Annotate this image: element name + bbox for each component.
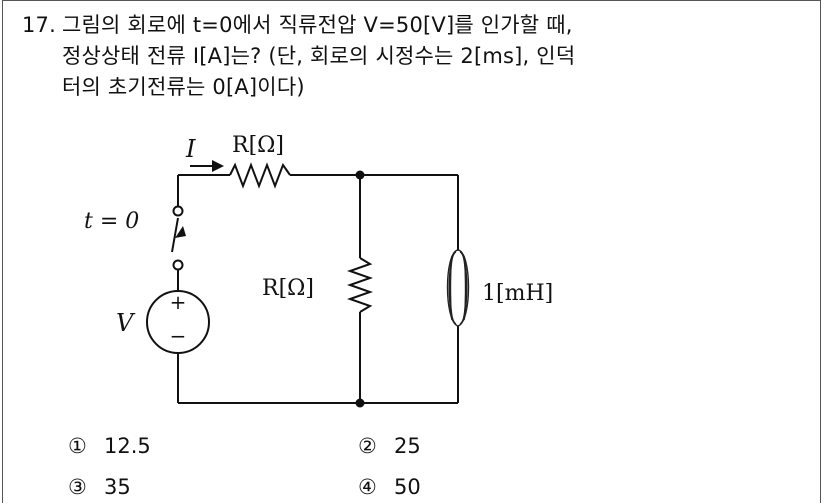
choice-3[interactable]: ③ 35 <box>68 474 131 500</box>
switch-terminal-bottom <box>172 259 184 271</box>
switch-blade <box>171 217 179 253</box>
choice-3-value: 35 <box>104 475 131 499</box>
shunt-resistor-label: R[Ω] <box>262 276 314 301</box>
switch-label: t = 0 <box>84 209 139 234</box>
source-minus-sign: − <box>170 324 187 348</box>
switch-arrow-icon <box>175 226 186 238</box>
choice-4-value: 50 <box>394 475 421 499</box>
choice-4-number: ④ <box>358 475 377 499</box>
series-resistor <box>229 162 291 189</box>
inductor-label: 1[mH] <box>482 281 553 306</box>
question-line-2: 정상상태 전류 I[A]는? (단, 회로의 시정수는 2[ms], 인덕 <box>62 44 576 68</box>
junction-bottom <box>355 398 365 408</box>
current-label: I <box>185 135 196 163</box>
choice-2-value: 25 <box>394 434 421 458</box>
switch-terminal-top <box>172 205 184 217</box>
series-resistor-label: R[Ω] <box>232 133 284 158</box>
source-label: V <box>116 309 136 337</box>
question-text: 17.그림의 회로에 t=0에서 직류전압 V=50[V]를 인가할 때, 정상… <box>22 10 802 103</box>
choice-1[interactable]: ① 12.5 <box>68 433 151 459</box>
question-line-1: 17.그림의 회로에 t=0에서 직류전압 V=50[V]를 인가할 때, <box>22 10 802 41</box>
source-plus-sign: + <box>170 290 187 314</box>
question-number: 17. <box>22 13 56 37</box>
question-line-3: 터의 초기전류는 0[A]이다) <box>62 75 305 99</box>
choice-3-number: ③ <box>68 475 87 499</box>
choice-2-number: ② <box>358 434 377 458</box>
shunt-resistor <box>346 257 374 313</box>
voltage-source <box>146 290 210 354</box>
junction-top <box>355 170 365 180</box>
current-arrow-head <box>212 160 224 172</box>
choice-2[interactable]: ② 25 <box>358 433 421 459</box>
choice-1-value: 12.5 <box>104 434 151 458</box>
inductor-coil <box>446 249 470 327</box>
choice-4[interactable]: ④ 50 <box>358 474 421 500</box>
question-text-line-1: 그림의 회로에 t=0에서 직류전압 V=50[V]를 인가할 때, <box>62 13 573 37</box>
choice-1-number: ① <box>68 434 87 458</box>
